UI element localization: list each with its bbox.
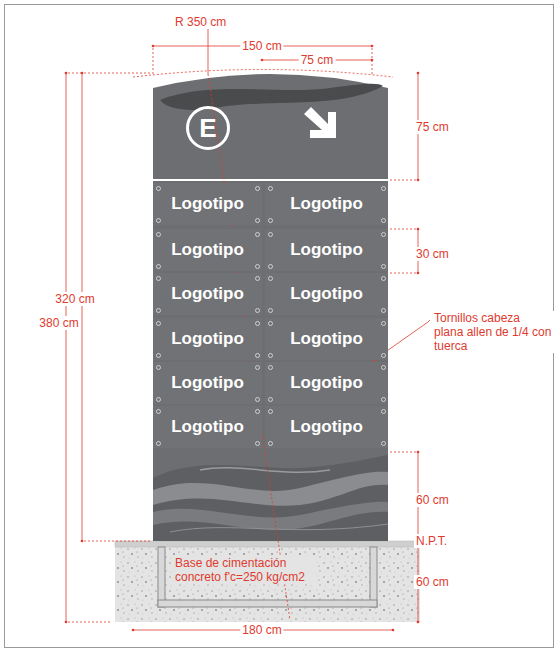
screw-hole [381, 308, 386, 313]
dimension-label: 60 cm [414, 575, 451, 589]
dimension-label: 320 cm [53, 292, 96, 306]
dimension-label: 75 cm [414, 120, 451, 134]
logo-panel: Logotipo [265, 229, 388, 271]
screw-hole [255, 232, 260, 237]
logo-text: Logotipo [171, 373, 244, 393]
frame [5, 5, 554, 648]
logo-text: Logotipo [171, 284, 244, 304]
screw-hole [255, 264, 260, 269]
dimension-label: N.P.T. [414, 534, 449, 548]
logo-text: Logotipo [290, 284, 363, 304]
logo-panel: Logotipo [265, 318, 388, 360]
note-label: Tornillos cabeza plana allen de 1/4 con … [432, 311, 554, 353]
logo-text: Logotipo [290, 373, 363, 393]
foundation [115, 547, 420, 622]
screw-hole [381, 441, 386, 446]
screw-hole [156, 365, 161, 370]
screw-hole [255, 186, 260, 191]
screw-hole [381, 365, 386, 370]
screw-hole [156, 186, 161, 191]
screw-hole [268, 232, 273, 237]
logo-text: Logotipo [290, 329, 363, 349]
logo-text: Logotipo [171, 417, 244, 437]
screw-hole [268, 321, 273, 326]
screw-hole [156, 409, 161, 414]
dimension-lines [66, 22, 430, 630]
header-line [153, 179, 388, 181]
screw-hole [381, 264, 386, 269]
screw-hole [156, 321, 161, 326]
screw-hole [268, 365, 273, 370]
dimension-label: 380 cm [37, 316, 80, 330]
screw-hole [268, 186, 273, 191]
logo-panel: Logotipo [265, 273, 388, 315]
screw-hole [268, 308, 273, 313]
screw-hole [381, 232, 386, 237]
screw-hole [381, 353, 386, 358]
dimension-label: 75 cm [299, 53, 336, 67]
screw-hole [255, 365, 260, 370]
bottom-waves [153, 452, 388, 541]
screw-hole [268, 264, 273, 269]
screw-hole [381, 321, 386, 326]
logo-text: Logotipo [290, 417, 363, 437]
screw-hole [255, 218, 260, 223]
logo-panel: Logotipo [153, 362, 262, 404]
top-wave [160, 84, 383, 110]
screw-hole [268, 218, 273, 223]
logo-panel: Logotipo [265, 406, 388, 448]
dimension-label: 150 cm [240, 39, 283, 53]
sign-body [153, 74, 388, 541]
anchor-frame [158, 547, 377, 607]
screw-hole [268, 441, 273, 446]
logo-panel: Logotipo [153, 229, 262, 271]
logo-text: Logotipo [290, 194, 363, 214]
screw-hole [255, 276, 260, 281]
logo-panel: Logotipo [153, 318, 262, 360]
screw-hole [255, 441, 260, 446]
screw-hole [381, 186, 386, 191]
logo-text: Logotipo [290, 240, 363, 260]
screw-hole [255, 409, 260, 414]
screw-hole [156, 397, 161, 402]
logo-panel: Logotipo [153, 406, 262, 448]
logo-panel: Logotipo [153, 273, 262, 315]
screw-hole [255, 397, 260, 402]
logo-panel: Logotipo [153, 183, 262, 225]
screw-hole [381, 409, 386, 414]
screw-hole [156, 441, 161, 446]
arrow-symbol [304, 107, 336, 138]
screw-hole [381, 276, 386, 281]
screw-hole [381, 218, 386, 223]
logo-text: Logotipo [171, 329, 244, 349]
screw-hole [156, 232, 161, 237]
dimension-label: R 350 cm [173, 15, 228, 29]
screw-hole [268, 353, 273, 358]
dimension-label: 180 cm [240, 623, 283, 637]
screw-hole [268, 397, 273, 402]
screw-hole [255, 321, 260, 326]
symbol-circle: E [186, 106, 230, 150]
note-label: Base de cimentación concreto f'c=250 kg/… [173, 556, 317, 584]
logo-text: Logotipo [171, 194, 244, 214]
screw-hole [268, 409, 273, 414]
logo-panel: Logotipo [265, 362, 388, 404]
screw-hole [156, 276, 161, 281]
screw-hole [156, 308, 161, 313]
dimension-label: 30 cm [414, 247, 451, 261]
floor-level [115, 541, 420, 547]
screw-hole [156, 264, 161, 269]
screw-hole [255, 353, 260, 358]
logo-panel: Logotipo [265, 183, 388, 225]
screw-hole [156, 353, 161, 358]
logo-text: Logotipo [171, 240, 244, 260]
dimension-label: 60 cm [414, 493, 451, 507]
screw-hole [156, 218, 161, 223]
screw-hole [268, 276, 273, 281]
screw-hole [255, 308, 260, 313]
symbol-letter: E [199, 113, 216, 144]
screw-hole [381, 397, 386, 402]
